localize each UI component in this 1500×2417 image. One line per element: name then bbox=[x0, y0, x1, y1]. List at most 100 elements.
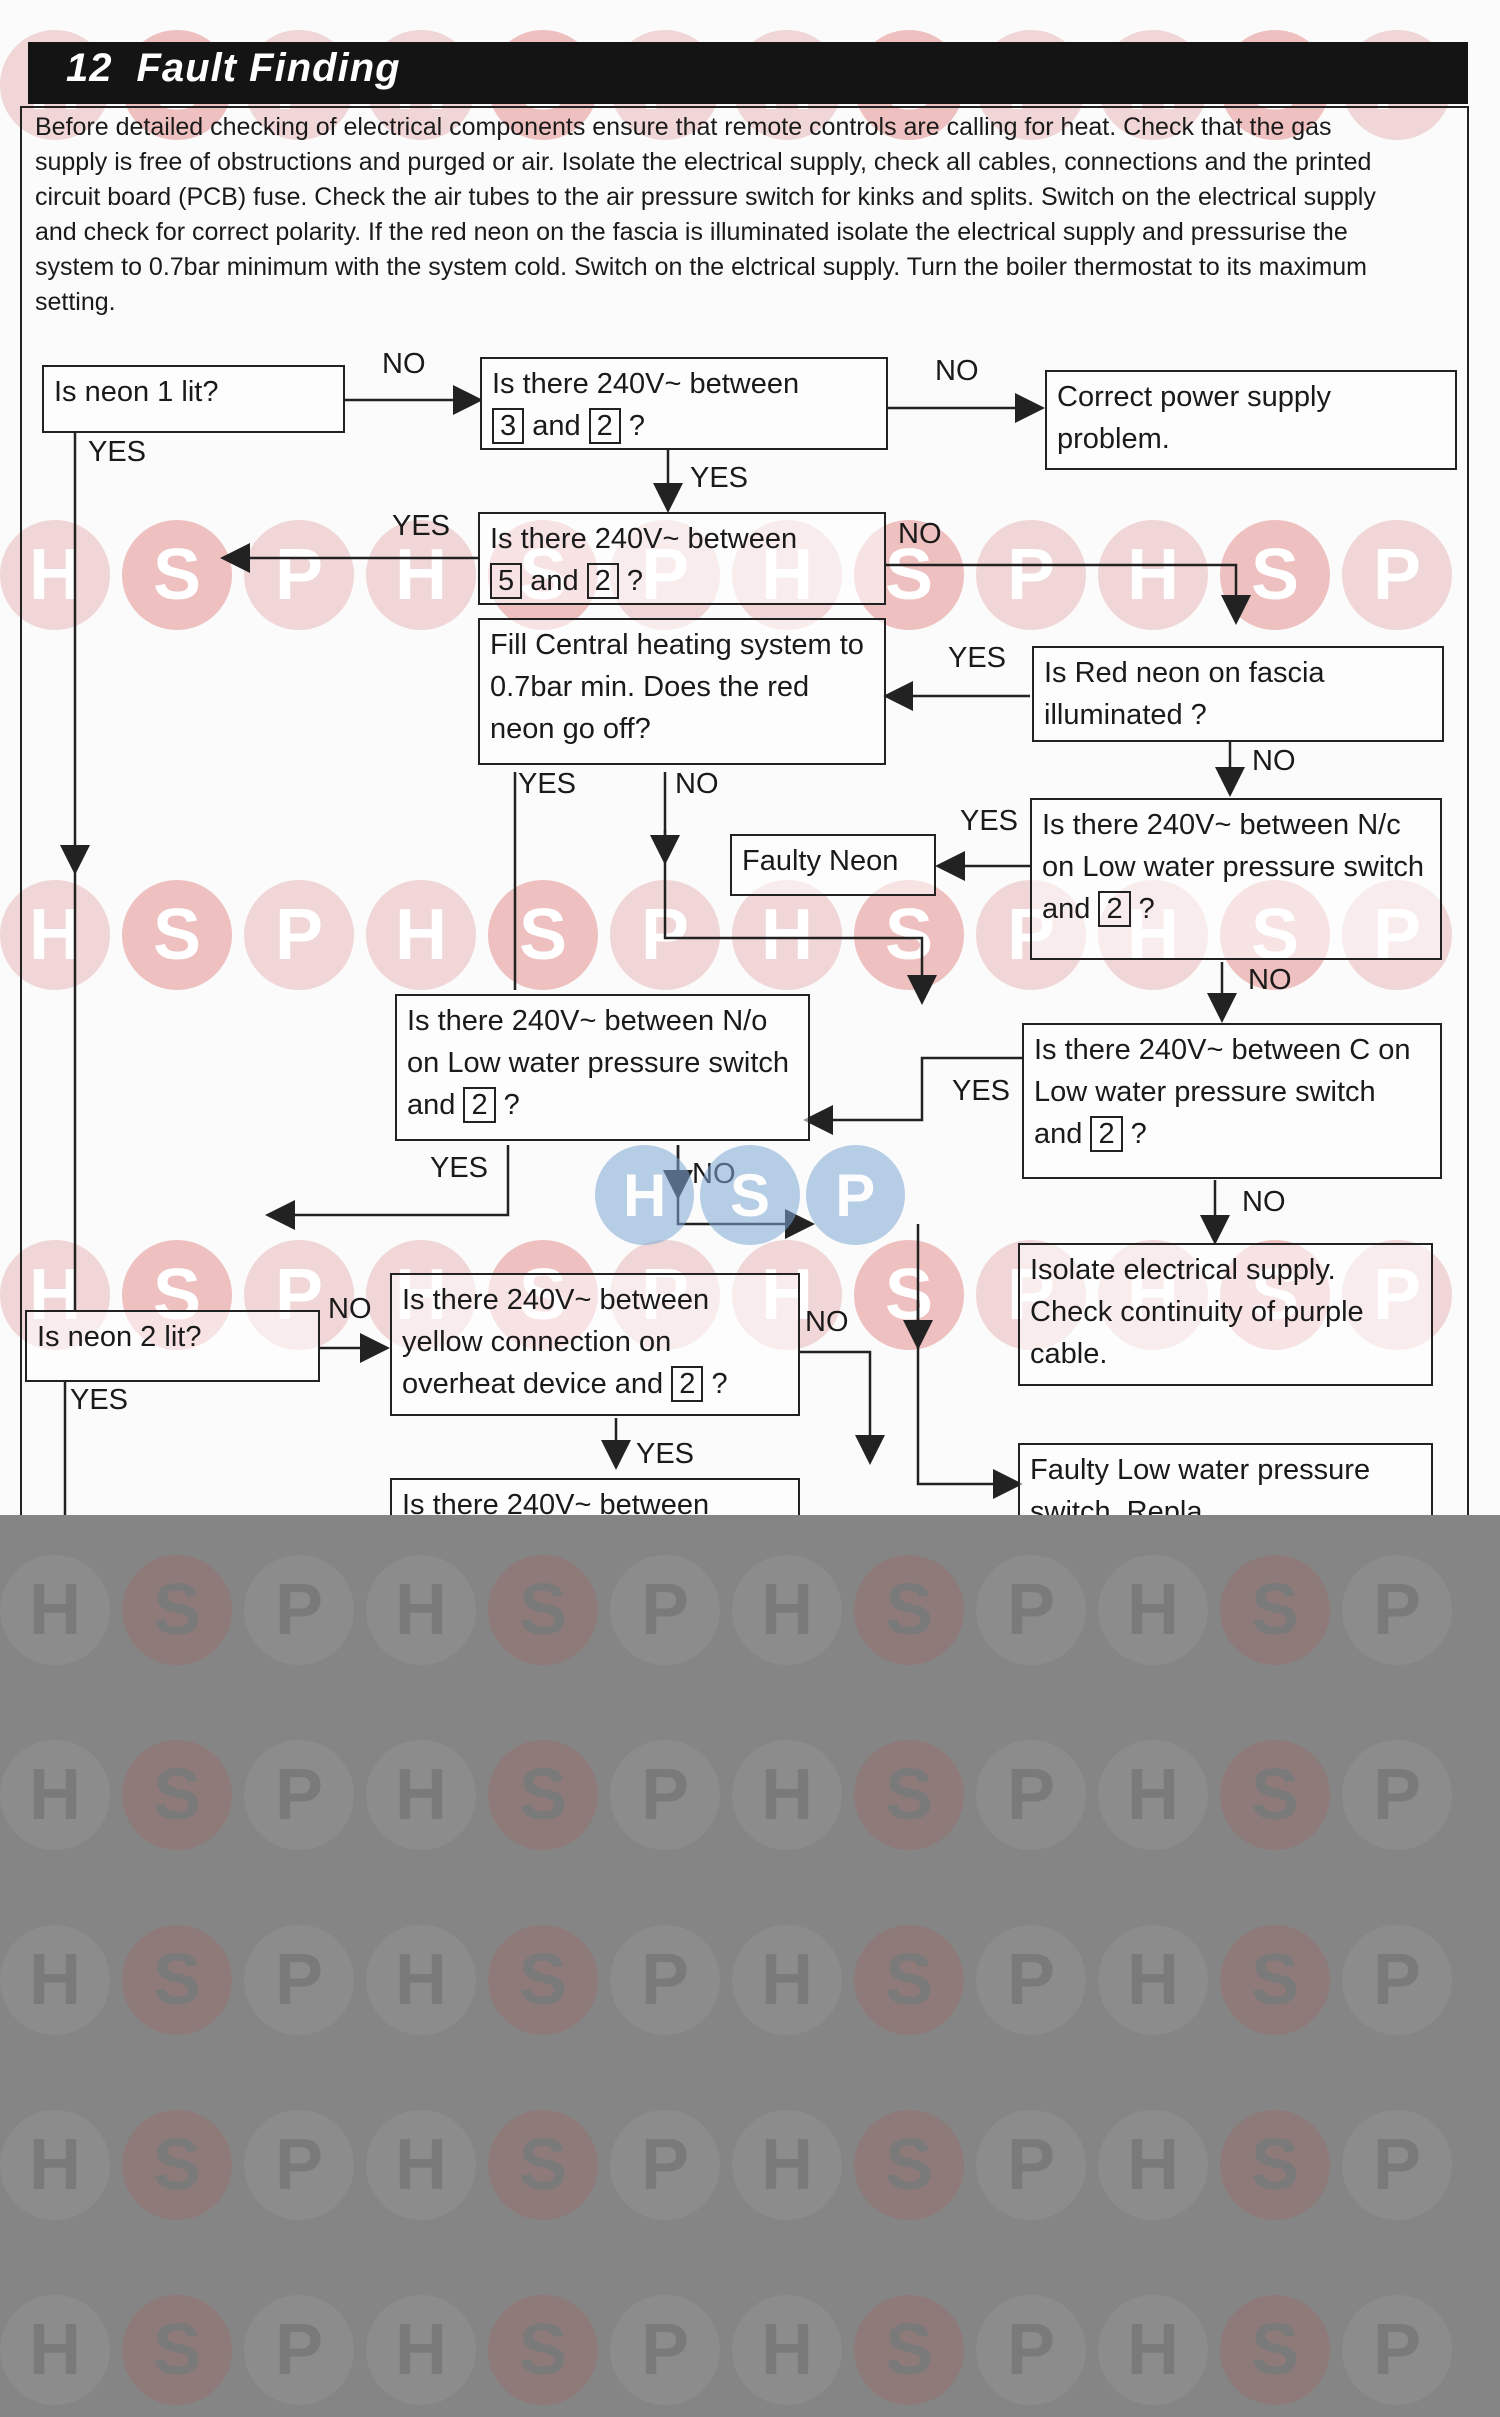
watermark-p: P bbox=[610, 1555, 720, 1665]
watermark-s: S bbox=[1220, 1740, 1330, 1850]
watermark-h: H bbox=[732, 1925, 842, 2035]
watermark-p: P bbox=[976, 2295, 1086, 2405]
watermark-p: P bbox=[244, 1740, 354, 1850]
watermark-h: H bbox=[732, 2110, 842, 2220]
watermark-p: P bbox=[610, 1925, 720, 2035]
label-no: NO bbox=[675, 768, 719, 800]
watermark-p: P bbox=[244, 1925, 354, 2035]
label-no: NO bbox=[805, 1306, 849, 1338]
label-yes: YES bbox=[392, 510, 451, 542]
node-neon2: Is neon 2 lit? bbox=[25, 1310, 320, 1382]
section-number: 12 bbox=[66, 46, 113, 90]
label-yes: YES bbox=[690, 462, 749, 494]
terminal-box: 5 bbox=[490, 563, 523, 599]
node-text: and bbox=[532, 410, 581, 442]
node-text: Is there 240V~ between bbox=[490, 523, 798, 555]
watermark-h: H bbox=[0, 2295, 110, 2405]
watermark-p: P bbox=[610, 2110, 720, 2220]
node-text: Is there 240V~ between C on Low water pr… bbox=[1034, 1034, 1411, 1150]
watermark-h: H bbox=[732, 1555, 842, 1665]
node-text: ? bbox=[626, 565, 643, 597]
watermark-p: P bbox=[244, 2110, 354, 2220]
badge-s: S bbox=[700, 1145, 800, 1245]
watermark-p: P bbox=[976, 520, 1086, 630]
terminal-box: 3 bbox=[492, 408, 525, 444]
connector-yellow-no bbox=[800, 1350, 885, 1465]
node-text: Is there 240V~ between N/c on Low water … bbox=[1042, 809, 1424, 925]
node-text: Is there 240V~ between yellow connection… bbox=[402, 1284, 710, 1400]
terminal-box: 2 bbox=[671, 1366, 704, 1402]
node-faulty-lw-switch: Faulty Low water pressure switch. Repla bbox=[1018, 1443, 1433, 1515]
watermark-p: P bbox=[1342, 1740, 1452, 1850]
watermark-s: S bbox=[1220, 1925, 1330, 2035]
watermark-h: H bbox=[732, 880, 842, 990]
watermark-p: P bbox=[244, 880, 354, 990]
watermark-s: S bbox=[854, 1555, 964, 1665]
badge-p: P bbox=[805, 1145, 905, 1245]
node-red-neon: Is Red neon on fascia illuminated ? bbox=[1032, 646, 1444, 742]
watermark-s: S bbox=[488, 2295, 598, 2405]
node-text: ? bbox=[503, 1089, 520, 1121]
watermark-s: S bbox=[1220, 1555, 1330, 1665]
node-240v-3-2: Is there 240V~ between 3 and 2 ? bbox=[480, 357, 888, 450]
watermark-h: H bbox=[366, 2295, 476, 2405]
watermark-h: H bbox=[366, 1555, 476, 1665]
watermark-p: P bbox=[610, 1740, 720, 1850]
watermark-h: H bbox=[0, 1925, 110, 2035]
watermark-h: H bbox=[732, 1740, 842, 1850]
connector-c-yes bbox=[803, 1056, 1022, 1135]
watermark-h: H bbox=[1098, 2110, 1208, 2220]
watermark-s: S bbox=[488, 1925, 598, 2035]
terminal-box: 2 bbox=[1098, 891, 1131, 927]
label-yes: YES bbox=[948, 642, 1007, 674]
section-header: 12 Fault Finding bbox=[28, 42, 1468, 104]
label-no: NO bbox=[898, 518, 942, 550]
section-title-text: Fault Finding bbox=[136, 46, 401, 90]
label-yes: YES bbox=[88, 436, 147, 468]
label-no: NO bbox=[935, 355, 979, 387]
label-yes: YES bbox=[952, 1075, 1011, 1107]
watermark-h: H bbox=[366, 520, 476, 630]
label-yes: YES bbox=[70, 1384, 129, 1416]
label-yes: YES bbox=[518, 768, 577, 800]
node-240v-yellow: Is there 240V~ between yellow connection… bbox=[390, 1273, 800, 1416]
label-no: NO bbox=[1248, 964, 1292, 996]
watermark-s: S bbox=[122, 1925, 232, 2035]
watermark-h: H bbox=[1098, 1555, 1208, 1665]
watermark-s: S bbox=[122, 2110, 232, 2220]
terminal-box: 2 bbox=[1090, 1116, 1123, 1152]
watermark-s: S bbox=[854, 2295, 964, 2405]
watermark-s: S bbox=[488, 880, 598, 990]
watermark-p: P bbox=[244, 1555, 354, 1665]
connector-lw-fault bbox=[916, 1224, 1023, 1499]
watermark-h: H bbox=[0, 1740, 110, 1850]
watermark-h: H bbox=[1098, 520, 1208, 630]
connector-v52-no bbox=[886, 563, 1251, 625]
section-title: 12 Fault Finding bbox=[66, 46, 401, 91]
watermark-p: P bbox=[244, 520, 354, 630]
watermark-s: S bbox=[122, 520, 232, 630]
node-text: Is there 240V~ between N/o on Low water … bbox=[407, 1005, 789, 1121]
watermark-p: P bbox=[244, 2295, 354, 2405]
watermark-s: S bbox=[854, 1925, 964, 2035]
node-power-supply: Correct power supply problem. bbox=[1045, 370, 1457, 470]
watermark-h: H bbox=[366, 1925, 476, 2035]
watermark-s: S bbox=[488, 1740, 598, 1850]
node-240v-no: Is there 240V~ between N/o on Low water … bbox=[395, 994, 810, 1141]
connector-no-yes bbox=[265, 1145, 510, 1230]
node-faulty-neon: Faulty Neon bbox=[730, 834, 936, 896]
watermark-s: S bbox=[1220, 2295, 1330, 2405]
label-yes: YES bbox=[960, 805, 1019, 837]
watermark-s: S bbox=[854, 880, 964, 990]
watermark-h: H bbox=[732, 2295, 842, 2405]
watermark-p: P bbox=[1342, 1925, 1452, 2035]
watermark-s: S bbox=[122, 880, 232, 990]
label-no: NO bbox=[1242, 1186, 1286, 1218]
node-isolate-purple: Isolate electrical supply. Check continu… bbox=[1018, 1243, 1433, 1386]
